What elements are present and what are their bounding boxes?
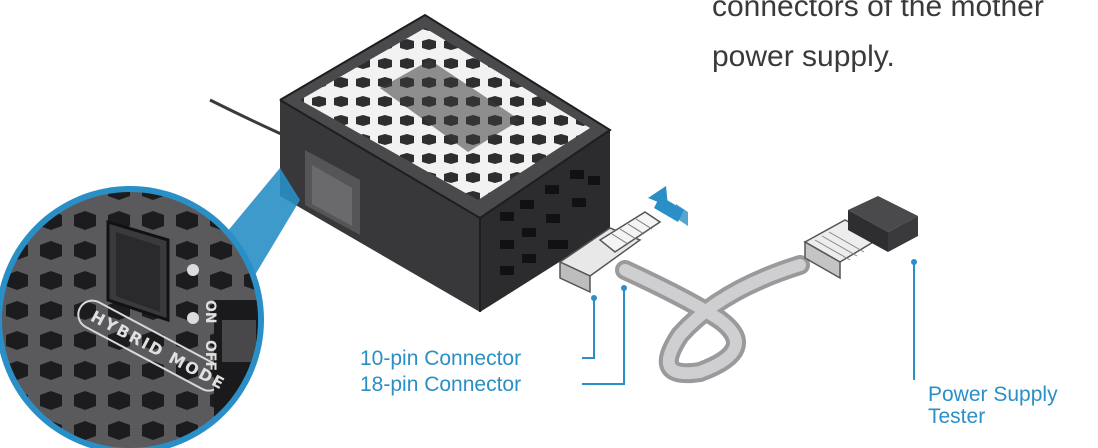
connector-cable-icon bbox=[615, 255, 810, 384]
psu-side-connector-icon bbox=[558, 211, 662, 294]
insert-arrow-icon bbox=[648, 186, 688, 226]
label-18-pin-connector: 18-pin Connector bbox=[360, 373, 522, 396]
psu-unit-icon bbox=[279, 13, 612, 312]
on-indicator-icon bbox=[187, 264, 199, 276]
caption-line-1: connectors of the mother bbox=[712, 0, 1044, 23]
off-label: OFF bbox=[202, 340, 218, 371]
hybrid-mode-switch-zoom bbox=[0, 186, 264, 448]
power-cord bbox=[209, 98, 291, 140]
leader-10pin bbox=[582, 298, 595, 359]
label-tester: Tester bbox=[928, 405, 986, 428]
off-indicator-icon bbox=[187, 312, 199, 324]
label-10-pin-connector: 10-pin Connector bbox=[360, 347, 522, 370]
leader-18pin bbox=[582, 288, 625, 385]
label-power-supply: Power Supply bbox=[928, 383, 1058, 406]
on-label: ON bbox=[202, 300, 218, 324]
caption-line-2: power supply. bbox=[712, 40, 895, 73]
power-supply-tester-icon bbox=[848, 196, 918, 252]
leader-lines bbox=[582, 262, 915, 385]
rocker-switch-icon bbox=[106, 219, 170, 323]
